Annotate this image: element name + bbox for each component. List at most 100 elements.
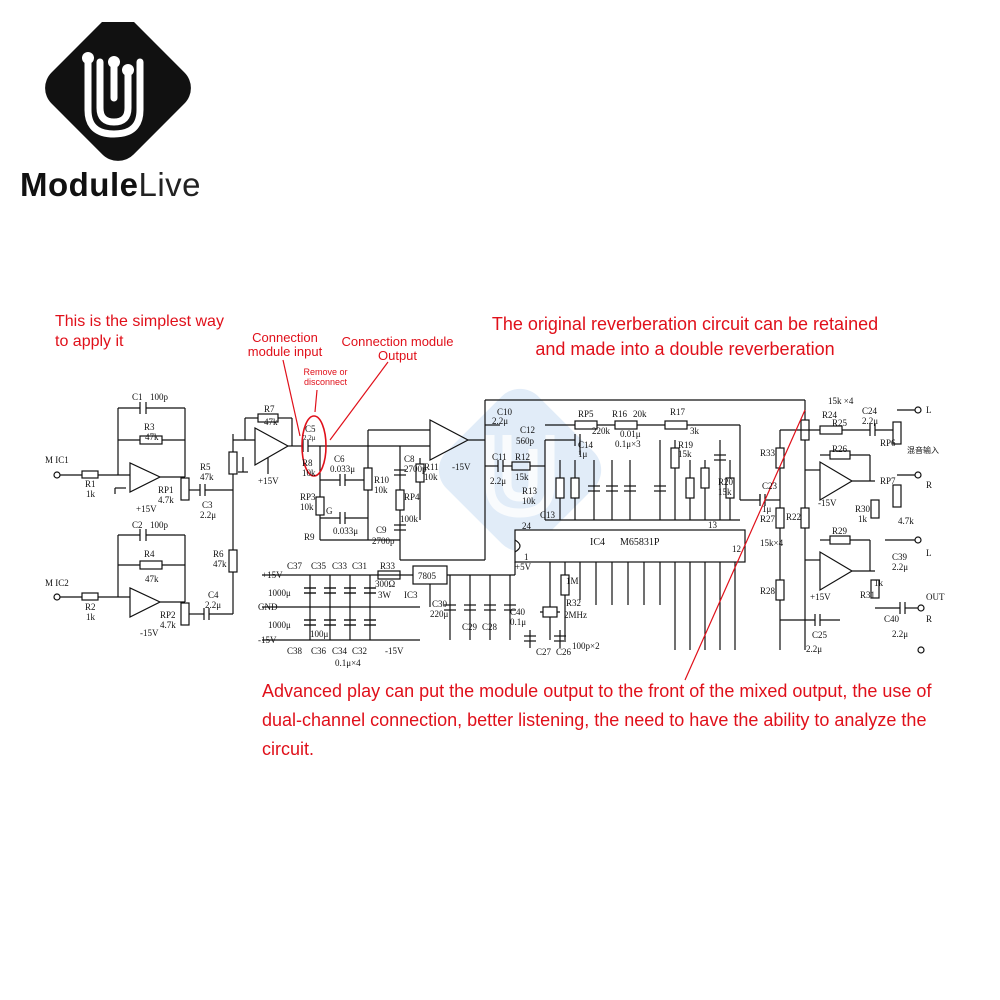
annotation-advanced: Advanced play can put the module output … (262, 681, 932, 760)
c32-label: C32 (352, 646, 367, 656)
c5-value: 2.2μ (303, 434, 316, 442)
annotation-connection-output: Connection module Output (341, 334, 454, 364)
r7-label: R7 (264, 404, 275, 414)
rp2-label: RP2 (160, 610, 176, 620)
rp1-value: 4.7k (158, 495, 174, 505)
r26-label: R26 (832, 444, 848, 454)
opamp-a-supply: -15V (818, 498, 837, 508)
r33-label: R33 (380, 561, 396, 571)
c24-label: C24 (862, 406, 878, 416)
r17-value: 3k (690, 426, 700, 436)
c30-label: C30 (432, 599, 448, 609)
c14-label: C14 (578, 440, 594, 450)
reverb-in-L: L (926, 405, 932, 415)
c40-value: 2.2μ (892, 629, 908, 639)
c36-value: 100μ (310, 629, 329, 639)
r30-value: 1k (858, 514, 868, 524)
c11-value: 2.2μ (490, 476, 506, 486)
r4-value: 47k (145, 574, 159, 584)
out-label: OUT (926, 592, 945, 602)
modulelive-logo (45, 22, 191, 161)
c9-label: C9 (376, 525, 387, 535)
r25-label: R25 (832, 418, 848, 428)
r31-label: R31 (860, 590, 875, 600)
c25-label: C25 (812, 630, 828, 640)
r19-value: 15k (678, 449, 692, 459)
r10-value: 10k (374, 485, 388, 495)
r20-value: 15k (718, 487, 732, 497)
annotation-connection-input: Connection module input (247, 330, 323, 360)
c28-label: C28 (482, 622, 498, 632)
r11-value: 10k (424, 472, 438, 482)
r32-value: 1M (566, 576, 579, 586)
psu-minus15-label: -15V (258, 635, 277, 645)
c33-label: C33 (332, 561, 348, 571)
c11-label: C11 (492, 452, 507, 462)
c24-value: 2.2μ (862, 416, 878, 426)
r5-label: R5 (200, 462, 211, 472)
psu-plus15-label: +15V (262, 570, 283, 580)
c27-label: C27 (536, 647, 552, 657)
r33-watt: 3W (378, 590, 392, 600)
c2-value: 100p (150, 520, 169, 530)
c3-value: 2.2μ (200, 510, 216, 520)
rp7-label: RP7 (880, 476, 896, 486)
c34-label: C34 (332, 646, 348, 656)
c4-label: C4 (208, 590, 219, 600)
brand-name-bold: Module (20, 166, 139, 203)
c26-label: C26 (556, 647, 572, 657)
g-label: G (326, 506, 333, 516)
c5-label: C5 (305, 424, 316, 434)
c27-c26-value: 100p×2 (572, 641, 600, 651)
reverb-in-R: R (926, 480, 932, 490)
brand-name-light: Live (138, 166, 202, 203)
ic4-name: M65831P (620, 537, 660, 548)
c7-value: 0.033μ (333, 526, 358, 536)
c40a-label: C40 (510, 607, 526, 617)
psu-gnd-label: GND (258, 602, 278, 612)
rp4-label: RP4 (404, 492, 420, 502)
r11-label: R11 (424, 462, 439, 472)
r16-value: 20k (633, 409, 647, 419)
rp7-value: 4.7k (898, 516, 914, 526)
r3-label: R3 (144, 422, 155, 432)
c2-label: C2 (132, 520, 143, 530)
c30-value: 220μ (430, 609, 449, 619)
r7-value: 47k (264, 417, 278, 427)
r24-value: 15k ×4 (828, 396, 854, 406)
c8-label: C8 (404, 454, 415, 464)
r24-label: R24 (822, 410, 838, 420)
r6-label: R6 (213, 549, 224, 559)
r4-label: R4 (144, 549, 155, 559)
c23-value: 1μ (762, 504, 772, 514)
ic4-pin1: 1 (524, 552, 529, 562)
r12-value: 15k (515, 472, 529, 482)
ic4-supply: +5V (515, 562, 532, 572)
rp4-value: 100k (400, 514, 419, 524)
c14-value: 1μ (578, 449, 588, 459)
crystal-label: 2MHz (564, 610, 587, 620)
r19-label: R19 (678, 440, 694, 450)
c13-label: C13 (540, 510, 556, 520)
r33-value: 300Ω (375, 579, 396, 589)
opamp-b-supply: +15V (810, 592, 831, 602)
c12-value: 560p (516, 436, 535, 446)
ic4-pin24: 24 (522, 521, 532, 531)
ic4-pin13: 13 (708, 520, 718, 530)
r12-label: R12 (515, 452, 530, 462)
c38-label: C38 (287, 646, 303, 656)
ic4-label: IC4 (590, 537, 605, 548)
annotation-original-reverb: The original reverberation circuit can b… (491, 314, 879, 360)
r3-value: 47k (145, 432, 159, 442)
rp1-label: RP1 (158, 485, 174, 495)
brand-wordmark: ModuleLive (20, 166, 201, 204)
r33b-label: R33 (760, 448, 776, 458)
mic2-label: M IC2 (45, 578, 69, 588)
r32-label: R32 (566, 598, 581, 608)
r15kx4-value: 15k×4 (760, 538, 784, 548)
r13-value: 10k (522, 496, 536, 506)
c38-value: 1000μ (268, 620, 291, 630)
c35-label: C35 (311, 561, 327, 571)
ic3-label: IC3 (404, 590, 418, 600)
c25-value: 2.2μ (806, 644, 822, 654)
